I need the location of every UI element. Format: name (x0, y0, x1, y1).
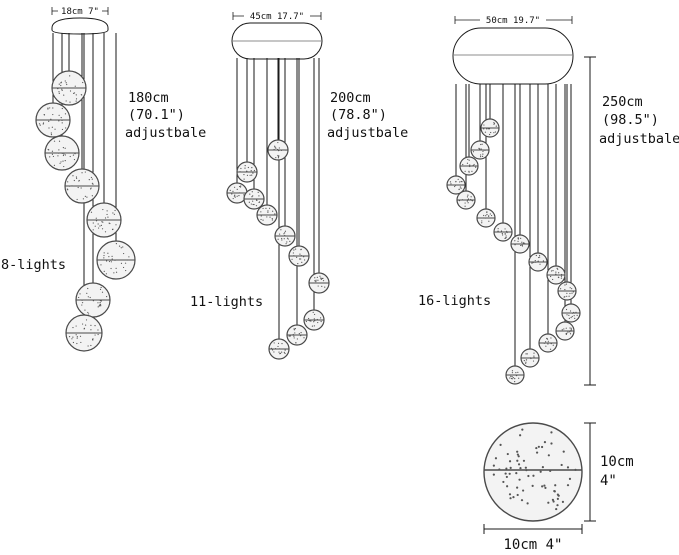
canopy-width-label: 45cm 17.7" (250, 12, 304, 22)
globe-light (308, 272, 330, 294)
globe-height-value: 10cm (600, 454, 634, 470)
globe-light (267, 139, 289, 161)
canopy-width-label: 18cm 7" (61, 7, 99, 17)
globe-light (288, 245, 310, 267)
height-inches: (70.1") (128, 107, 185, 123)
pendant-cables (236, 58, 320, 339)
globe-light (75, 282, 111, 318)
height-label-2: 200cm (78.8") adjustbale (327, 90, 408, 141)
globe-light (303, 309, 325, 331)
height-value: 250cm (602, 94, 643, 110)
canopy-width-label: 50cm 19.7" (486, 16, 540, 26)
adjustable-note: adjustbale (327, 125, 408, 141)
globe-light (256, 204, 278, 226)
globe-light (236, 161, 258, 183)
light-count-label: 8-lights (1, 257, 66, 273)
canopy-width-dimension-1: 18cm 7" (51, 5, 109, 17)
globe-light (51, 70, 87, 106)
overall-height-dimension (584, 56, 596, 386)
canopy-width-dimension-2: 45cm 17.7" (232, 10, 322, 22)
globe-light (520, 348, 540, 368)
globe-light (505, 365, 525, 385)
globe-width-dimension: 10cm 4" (483, 524, 583, 553)
globe-light (86, 202, 122, 238)
globe-light (44, 135, 80, 171)
detail-globe-shade (483, 422, 583, 522)
globe-cluster (446, 118, 581, 385)
globe-light (456, 190, 476, 210)
model-16-lights: 50cm 19.7" 250cm (98.5") adjustbale 16-l… (418, 14, 679, 386)
globe-light (64, 168, 100, 204)
globe-light (243, 188, 265, 210)
globe-light (96, 240, 136, 280)
canopy-2 (231, 22, 323, 60)
model-8-lights: 18cm 7" 180cm (70.1") adjustbale 8-light… (1, 5, 206, 352)
adjustable-note: adjustbale (599, 131, 679, 147)
globe-light (546, 265, 566, 285)
globe-light (470, 140, 490, 160)
globe-light (274, 225, 296, 247)
globe-height-dimension: 10cm 4" (584, 422, 634, 522)
globe-light (446, 175, 466, 195)
globe-light (268, 338, 290, 360)
globe-height-inches: 4" (600, 473, 617, 489)
globe-light (557, 281, 577, 301)
globe-light (480, 118, 500, 138)
globe-light (476, 208, 496, 228)
globe-light (561, 303, 581, 323)
globe-light (459, 156, 479, 176)
height-inches: (78.8") (330, 107, 387, 123)
globe-width-label: 10cm 4" (503, 537, 562, 553)
globe-light (35, 102, 71, 138)
light-count-label: 16-lights (418, 293, 491, 309)
globe-cluster (35, 70, 136, 352)
canopy-width-dimension-3: 50cm 19.7" (454, 14, 573, 26)
height-inches: (98.5") (602, 112, 659, 128)
globe-light (555, 321, 575, 341)
pendant-cables (455, 84, 572, 366)
globe-light (538, 333, 558, 353)
model-11-lights: 45cm 17.7" 200cm (78.8") adjustbale 11-l… (190, 10, 408, 360)
globe-cluster (226, 139, 330, 360)
globe-light (528, 252, 548, 272)
height-label-1: 180cm (70.1") adjustbale (125, 90, 206, 141)
light-count-label: 11-lights (190, 294, 263, 310)
canopy-1 (51, 17, 109, 35)
globe-light (493, 222, 513, 242)
globe-light (65, 314, 103, 352)
globe-light (510, 234, 530, 254)
globe-light (286, 324, 308, 346)
adjustable-note: adjustbale (125, 125, 206, 141)
height-value: 200cm (330, 90, 371, 106)
height-label-3: 250cm (98.5") adjustbale (599, 94, 679, 147)
canopy-3 (452, 27, 574, 85)
height-value: 180cm (128, 90, 169, 106)
globe-detail: 10cm 4" 10cm 4" (483, 422, 634, 553)
